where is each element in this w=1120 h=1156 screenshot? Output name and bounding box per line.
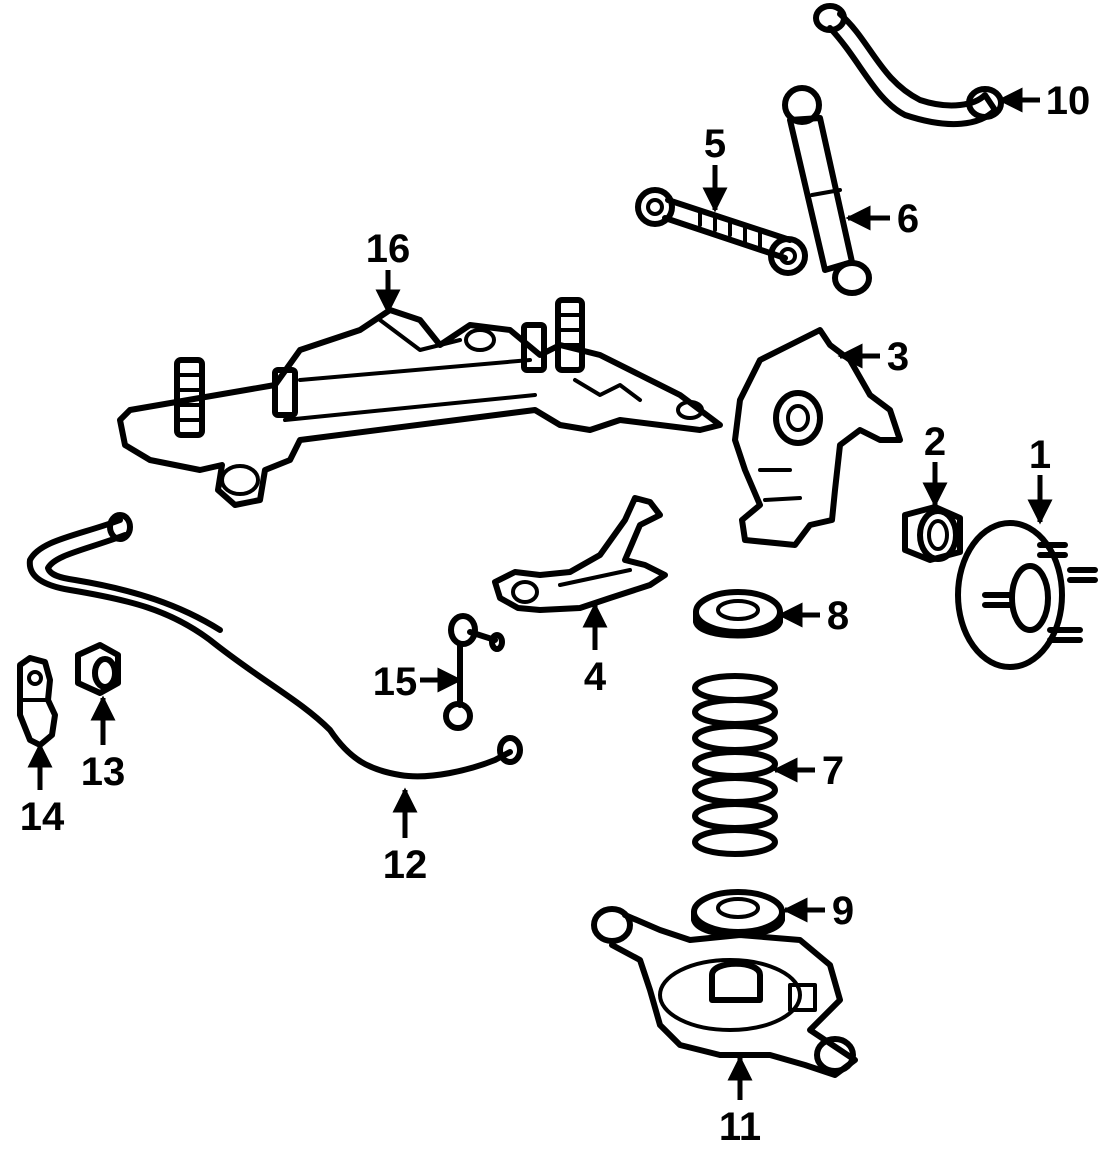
callout-leaders [27,87,1053,1100]
adjustable-link-part [635,187,808,276]
callout-13: 13 [81,750,126,794]
stabilizer-bar-part [26,512,523,780]
callout-16: 16 [366,227,411,271]
stabilizer-link-part [443,613,505,731]
callout-12: 12 [383,843,428,887]
knuckle-part [732,327,903,548]
callout-1: 1 [1029,433,1051,477]
callout-9: 9 [832,889,854,933]
crossmember-part [117,297,723,508]
bearing-part [902,504,963,563]
spring-seat-part [693,589,783,639]
stabilizer-bushing-part [75,642,121,696]
shock-absorber-part [782,85,872,296]
callout-2: 2 [924,420,946,464]
lower-arm-part [591,906,858,1078]
lower-control-arm-part [492,495,668,613]
coil-spring-part [692,673,778,857]
callout-7: 7 [822,749,844,793]
stabilizer-bracket-part [17,655,58,748]
callout-labels: 1 2 3 4 5 6 7 8 9 10 11 12 13 14 15 16 [20,79,1091,1149]
callout-11: 11 [719,1105,761,1149]
callout-3: 3 [887,335,909,379]
callout-14: 14 [20,795,65,839]
callout-10: 10 [1046,79,1091,123]
callout-4: 4 [584,655,607,699]
callout-6: 6 [897,197,919,241]
callout-5: 5 [704,122,726,166]
spring-insulator-part [691,889,785,938]
hub-part [955,520,1098,670]
upper-arm-part [813,3,1004,128]
callout-15: 15 [373,660,418,704]
callout-8: 8 [827,594,849,638]
